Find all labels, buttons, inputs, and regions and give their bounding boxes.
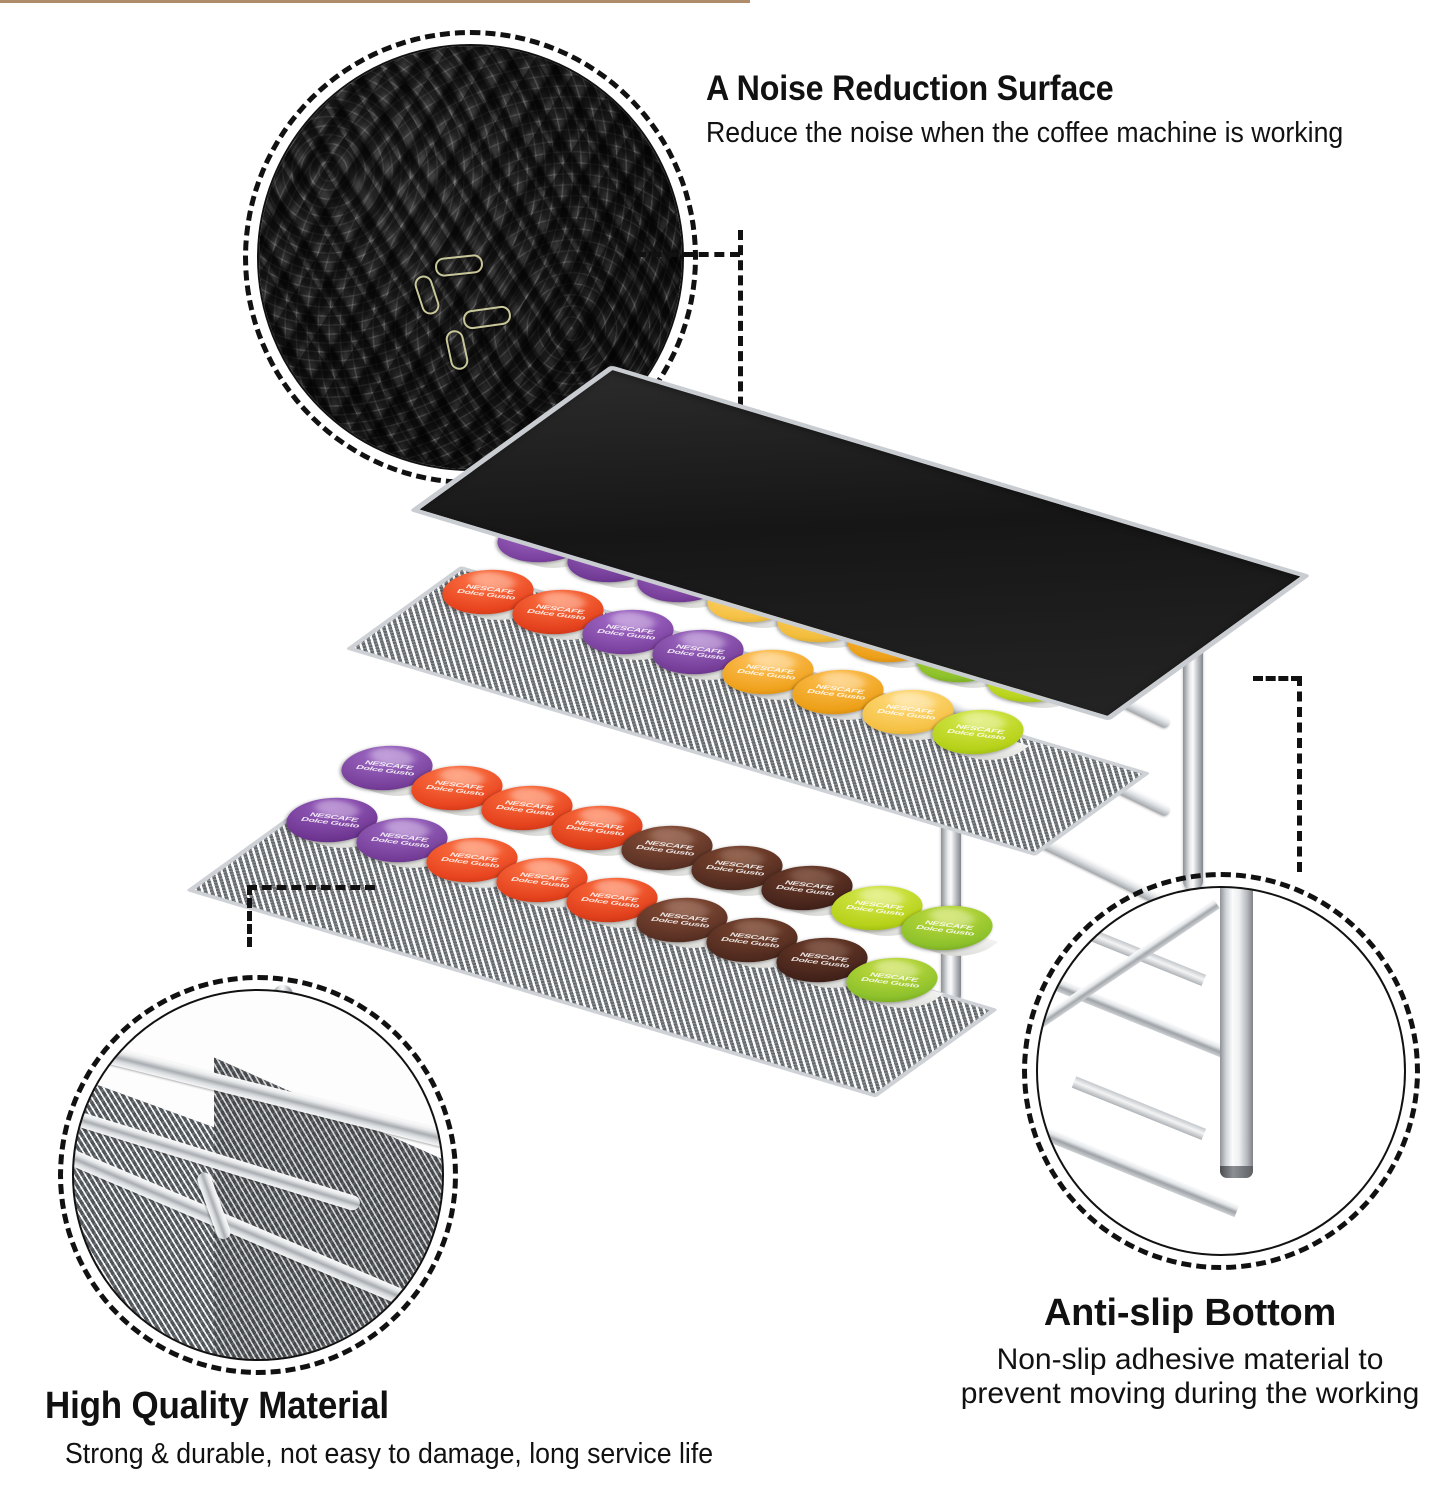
- feature-heading-noise-reduction: A Noise Reduction Surface: [706, 69, 1114, 108]
- feature-subtitle-high-quality-material: Strong & durable, not easy to damage, lo…: [65, 1438, 714, 1471]
- feature-heading-anti-slip-bottom: Anti-slip Bottom: [1043, 1292, 1337, 1334]
- frame-leg-right-rear: [1183, 591, 1203, 891]
- callout-connector-noise: [738, 230, 743, 452]
- feature-subtitle-anti-slip-line1: Non-slip adhesive material to: [996, 1343, 1384, 1377]
- top-accent-rule: [0, 0, 750, 3]
- feature-heading-high-quality-material: High Quality Material: [45, 1385, 389, 1427]
- callout-anti-slip-bottom: [1022, 872, 1420, 1270]
- callout-connector-material: [247, 885, 252, 947]
- callout-connector-antislip: [1297, 676, 1302, 872]
- callout-high-quality-material: [58, 975, 458, 1375]
- callout-dashed-ring: [1022, 872, 1420, 1270]
- callout-connector-noise: [636, 252, 740, 257]
- feature-text-anti-slip-bottom: Anti-slip Bottom Non-slip adhesive mater…: [940, 1293, 1440, 1411]
- feature-text-high-quality-material: High Quality Material Strong & durable, …: [45, 1386, 805, 1471]
- callout-dashed-ring: [58, 975, 458, 1375]
- feature-subtitle-anti-slip-line2: prevent moving during the working: [960, 1377, 1420, 1411]
- feature-subtitle-noise-reduction: Reduce the noise when the coffee machine…: [706, 117, 1344, 150]
- callout-noise-reduction-surface: [243, 30, 698, 485]
- feature-text-noise-reduction: A Noise Reduction Surface Reduce the noi…: [706, 70, 1426, 150]
- callout-connector-antislip: [1253, 676, 1301, 681]
- callout-connector-material: [247, 885, 375, 890]
